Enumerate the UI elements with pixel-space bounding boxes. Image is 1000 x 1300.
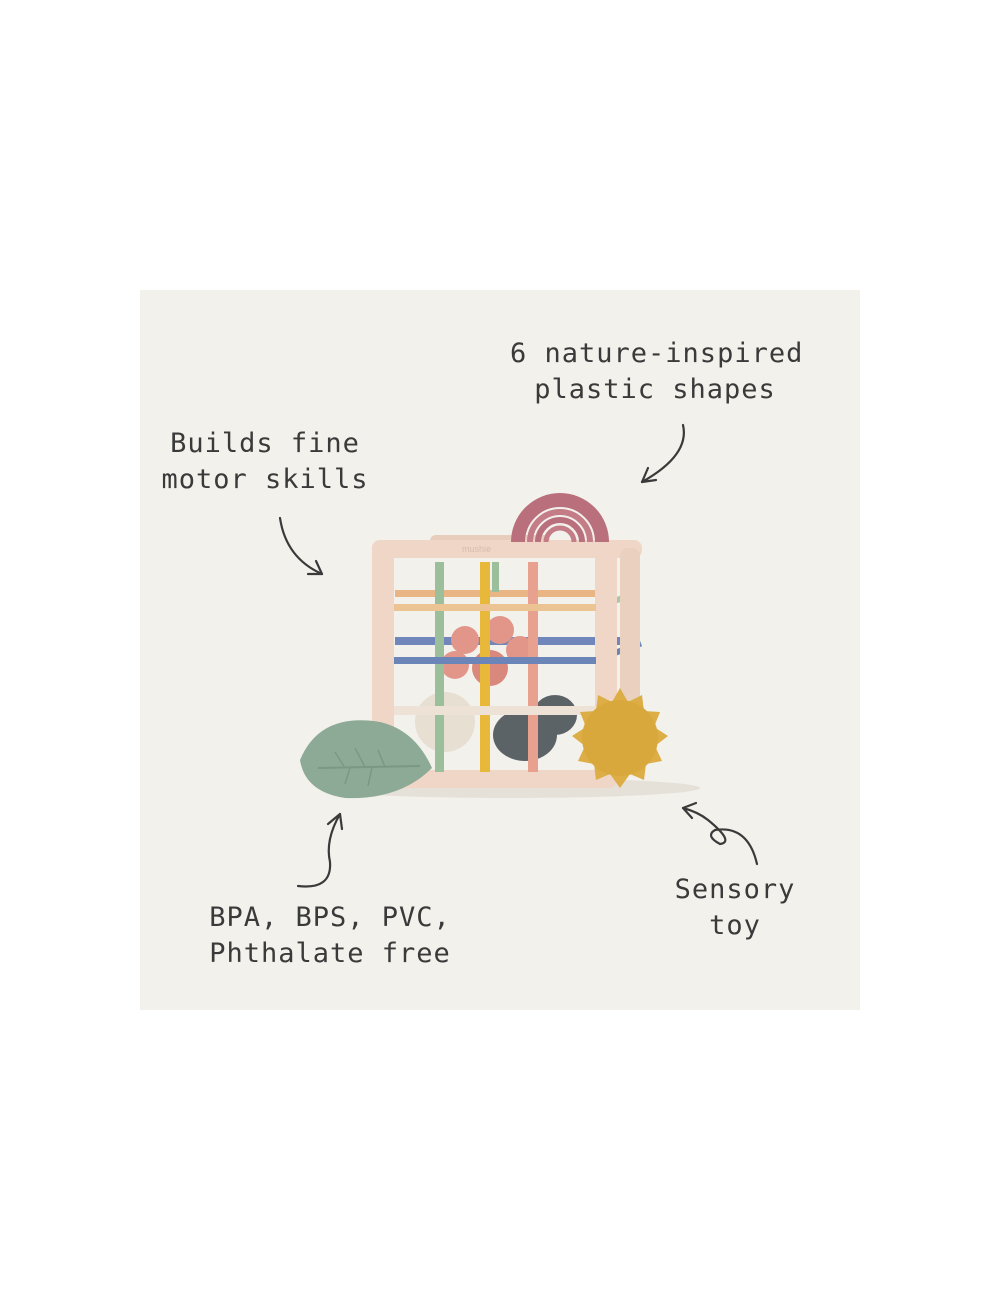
band-green2-vertical bbox=[492, 562, 499, 592]
band-blue-front bbox=[394, 657, 596, 664]
callout-sensory-toy: Sensory toy bbox=[650, 872, 820, 944]
arrow-top-left bbox=[278, 516, 324, 576]
band-green-vertical bbox=[435, 562, 444, 772]
brand-mark: mushie bbox=[462, 544, 491, 554]
callout-motor-skills: Builds fine motor skills bbox=[160, 426, 370, 498]
callout-line: Sensory bbox=[674, 874, 796, 905]
band-yellow-vertical bbox=[480, 562, 490, 772]
band-cream-front bbox=[394, 706, 596, 715]
white-cloud-shape bbox=[415, 692, 475, 752]
callout-bpa-free: BPA, BPS, PVC, Phthalate free bbox=[180, 900, 480, 972]
callout-line: Builds fine bbox=[170, 428, 360, 459]
band-orange-back bbox=[395, 590, 610, 597]
callout-line: toy bbox=[709, 910, 761, 941]
arrow-top-right bbox=[640, 423, 685, 484]
arrow-bottom-left bbox=[296, 812, 344, 888]
callout-line: motor skills bbox=[161, 464, 369, 495]
band-orange-front bbox=[394, 604, 596, 611]
callout-line: plastic shapes bbox=[534, 374, 776, 405]
band-pink-vertical bbox=[528, 562, 538, 772]
callout-nature-shapes: 6 nature-inspired plastic shapes bbox=[510, 336, 804, 408]
callout-line: BPA, BPS, PVC, bbox=[209, 902, 451, 933]
arrow-bottom-right bbox=[681, 801, 759, 866]
rainbow-shape bbox=[511, 493, 609, 543]
leaf-shape bbox=[300, 720, 432, 799]
sun-shape bbox=[572, 688, 668, 788]
callout-line: Phthalate free bbox=[209, 938, 451, 969]
callout-line: 6 nature-inspired bbox=[510, 338, 804, 369]
background-panel bbox=[140, 290, 860, 1010]
